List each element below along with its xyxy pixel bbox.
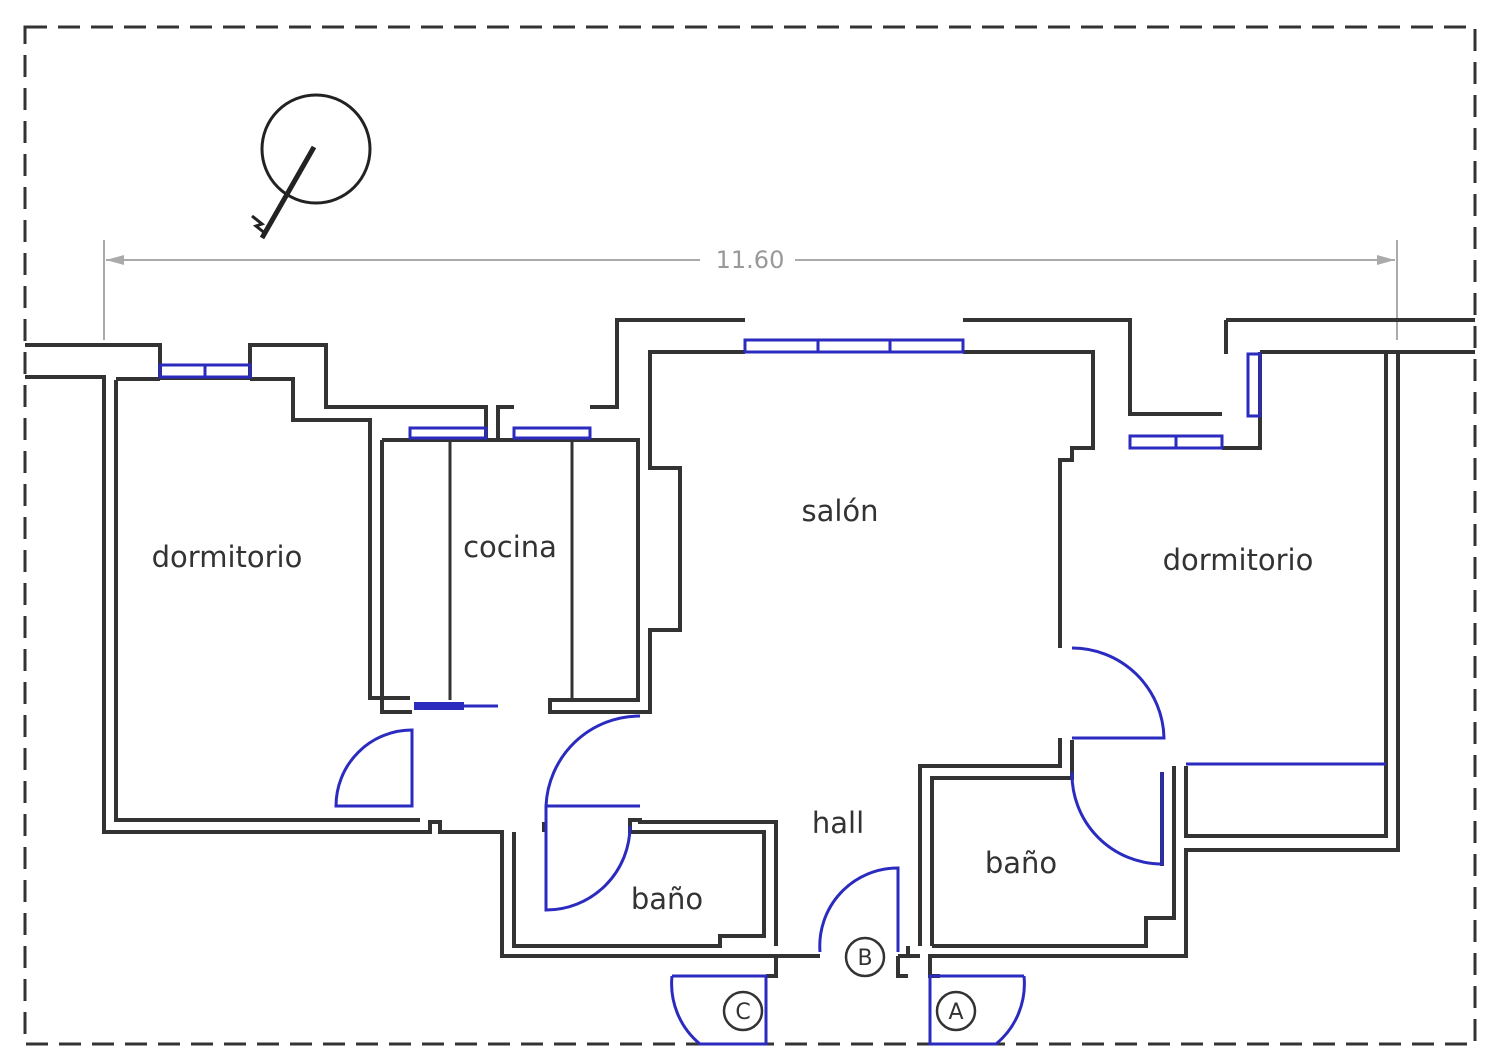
room-label-dormitorio-left: dormitorio: [152, 540, 303, 574]
dimension-line: [103, 240, 1398, 340]
north-arrow-icon: [251, 93, 372, 240]
entrance-label-c: C: [735, 1000, 750, 1025]
windows: [158, 338, 1386, 766]
room-label-salon: salón: [801, 494, 878, 528]
dimension-label: 11.60: [716, 246, 785, 274]
entrance-label-b: B: [857, 946, 872, 971]
entrance-marker-c: C: [722, 990, 764, 1032]
room-label-bano-left: baño: [631, 882, 703, 916]
site-boundary: [23, 25, 1477, 1046]
entrance-marker-b: B: [844, 936, 886, 978]
room-label-dormitorio-right: dormitorio: [1163, 543, 1314, 577]
doors: [334, 646, 1166, 1046]
entrance-label-a: A: [948, 1000, 963, 1025]
entrance-marker-a: A: [935, 990, 977, 1032]
room-label-cocina: cocina: [463, 530, 557, 564]
room-label-hall: hall: [812, 806, 864, 840]
room-label-bano-right: baño: [985, 846, 1057, 880]
walls: [25, 318, 1475, 978]
